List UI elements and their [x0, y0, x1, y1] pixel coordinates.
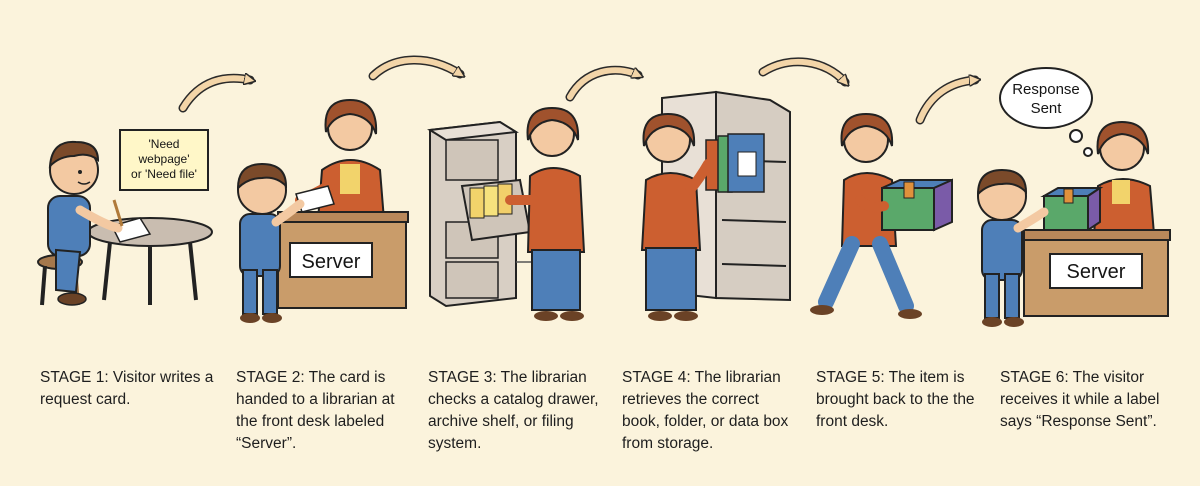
stage-3-caption: STAGE 3: The librarian checks a catalog …: [428, 369, 599, 452]
server-label-desk-1: Server: [302, 251, 361, 273]
bubble-text-line-2: Sent: [1031, 100, 1063, 117]
stage-5-caption: STAGE 5: The item is brought back to the…: [816, 369, 975, 430]
stage-4-caption: STAGE 4: The librarian retrieves the cor…: [622, 369, 789, 452]
stage-2-caption: STAGE 2: The card is handed to a librari…: [236, 369, 395, 452]
stage-1-caption: STAGE 1: Visitor writes a request card.: [40, 369, 214, 408]
response-bubble: [999, 67, 1093, 129]
stage-6-scene: Response Sent Server: [976, 67, 1171, 327]
stage-5-scene: [810, 112, 953, 319]
stage-4-scene: [640, 90, 791, 321]
stage-3-scene: [427, 106, 586, 321]
card-text-line-3: or 'Need file': [131, 167, 197, 181]
stage-1-scene: [37, 140, 213, 306]
server-label-desk-2: Server: [1067, 261, 1126, 283]
stage-6-caption: STAGE 6: The visitor receives it while a…: [1000, 369, 1160, 430]
arrow-1-2-fill: [180, 78, 250, 111]
stage-2-scene: Server: [236, 98, 409, 323]
request-card: 'Need webpage' or 'Need file': [119, 129, 209, 191]
card-text-line-2: webpage': [138, 152, 190, 166]
bubble-text-line-1: Response: [1012, 81, 1080, 98]
card-text-line-1: 'Need: [149, 137, 180, 151]
